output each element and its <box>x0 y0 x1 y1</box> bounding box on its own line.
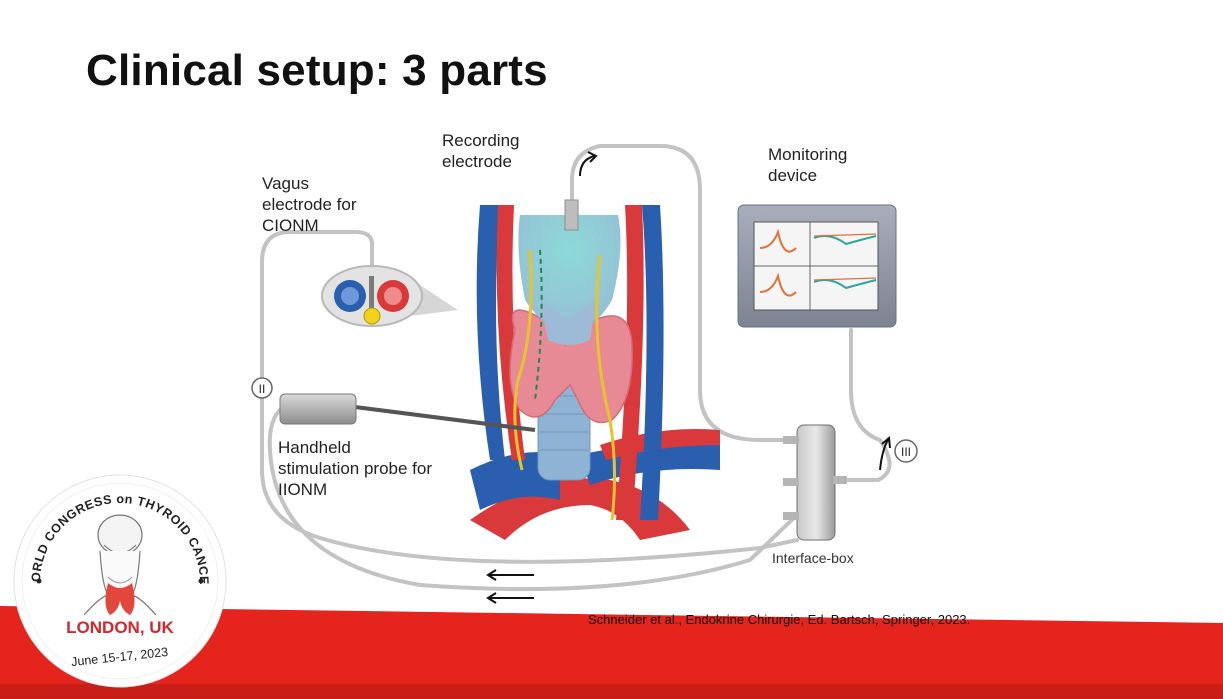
arrow-curve-icon <box>879 439 889 471</box>
marker-iii: III <box>894 439 918 463</box>
label-monitoring-device: Monitoring device <box>768 145 848 185</box>
label-vagus-electrode: Vagus electrode for CIONM <box>262 174 357 235</box>
label-interface-box: Interface-box <box>772 550 854 566</box>
head-illustration-icon <box>83 514 157 616</box>
interface-box <box>783 424 847 541</box>
svg-text:III: III <box>901 445 911 459</box>
arrows <box>486 151 891 604</box>
svg-text:II: II <box>259 382 266 396</box>
arrow-up-icon <box>579 155 595 177</box>
monitoring-device <box>737 204 897 328</box>
vagus-electrode-callout <box>321 265 458 327</box>
neck-anatomy <box>470 199 720 540</box>
citation: Schneider et al., Endokrine Chirurgie, E… <box>588 612 971 627</box>
label-handheld-probe: Handheld stimulation probe for IIONM <box>278 438 433 499</box>
slide-title: Clinical setup: 3 parts <box>86 46 548 95</box>
marker-ii: II <box>251 377 273 399</box>
congress-logo: WORLD CONGRESS on THYROID CANCER LONDON,… <box>4 465 227 688</box>
handheld-probe <box>279 393 536 432</box>
thyroid-icon <box>105 583 135 615</box>
label-recording-electrode: Recording electrode <box>442 131 520 171</box>
cables <box>260 144 892 592</box>
svg-text:LONDON, UK: LONDON, UK <box>66 618 174 637</box>
